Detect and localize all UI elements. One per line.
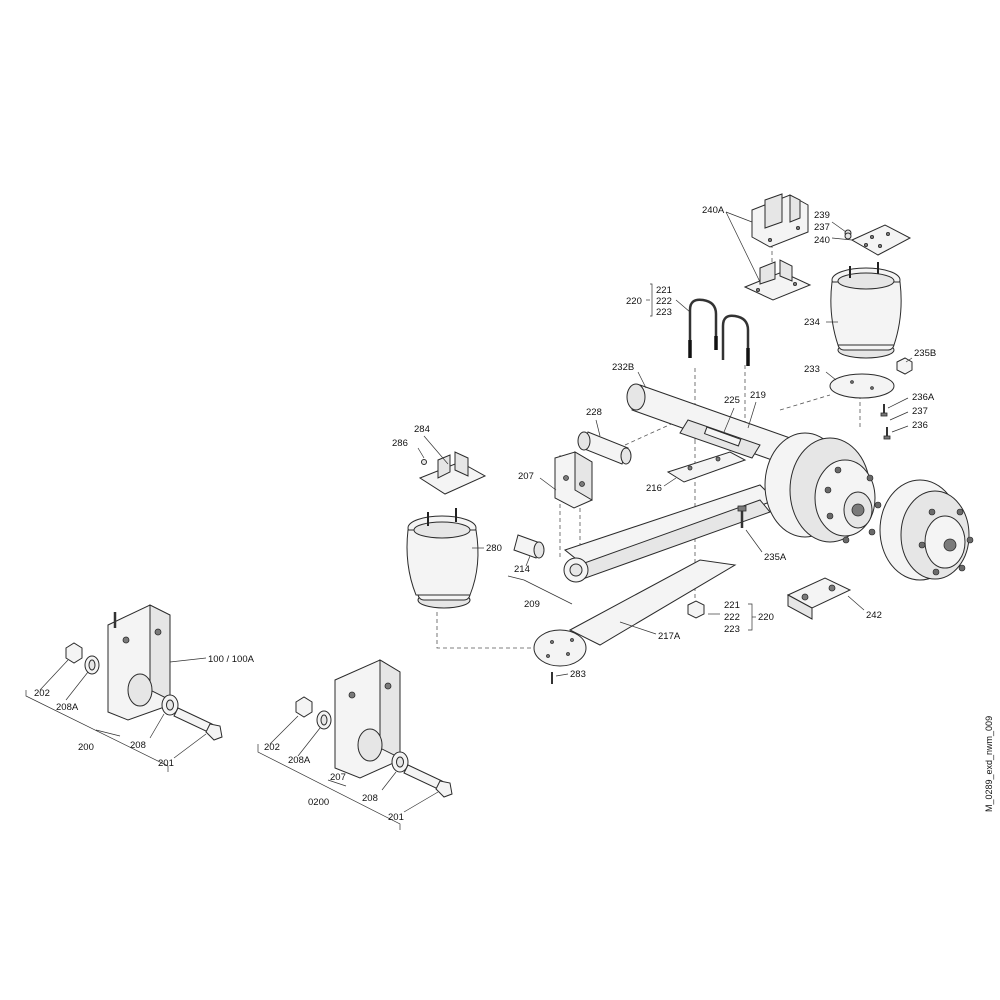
bracket-240A-upper	[751, 193, 809, 248]
washer-208-left	[161, 694, 179, 716]
label-242: 242	[866, 610, 882, 621]
label-236: 236	[912, 420, 928, 431]
bolt-201-left	[173, 707, 223, 741]
top-plate-284	[418, 451, 487, 495]
label-100-100A: 100 / 100A	[208, 654, 255, 665]
label-208-right: 208	[362, 793, 378, 804]
label-216: 216	[646, 483, 662, 494]
label-240: 240	[814, 235, 830, 246]
label-202-left: 202	[34, 688, 50, 699]
label-208-left: 208	[130, 740, 146, 751]
washer-208-right	[391, 751, 409, 773]
label-283: 283	[570, 669, 586, 680]
nut-221	[687, 600, 705, 619]
support-arm-217A	[533, 559, 737, 667]
label-235B: 235B	[914, 348, 936, 359]
air-spring-234	[830, 262, 902, 359]
bolt-236A	[880, 404, 888, 417]
label-280: 280	[486, 543, 502, 554]
label-208A-left: 208A	[56, 702, 79, 713]
label-232B: 232B	[612, 362, 634, 373]
label-223-top: 223	[656, 307, 672, 318]
label-286: 286	[392, 438, 408, 449]
label-234: 234	[804, 317, 820, 328]
brake-drum-hub	[764, 432, 882, 544]
washer-239	[844, 232, 852, 240]
shock-absorber-228	[577, 431, 632, 465]
label-237-top: 237	[814, 222, 830, 233]
label-222-top: 222	[656, 296, 672, 307]
air-spring-280	[406, 508, 479, 609]
label-236A: 236A	[912, 392, 935, 403]
label-220-top: 220	[626, 296, 642, 307]
leader-lines	[25, 211, 913, 830]
label-240A: 240A	[702, 205, 725, 216]
label-225: 225	[724, 395, 740, 406]
bracket-207-center	[554, 451, 593, 509]
label-239: 239	[814, 210, 830, 221]
label-207-bracket: 207	[330, 772, 346, 783]
label-219: 219	[750, 390, 766, 401]
label-221-bottom: 221	[724, 600, 740, 611]
label-201-right: 201	[388, 812, 404, 823]
label-0200: 0200	[308, 797, 329, 808]
bolt-236	[883, 427, 891, 440]
label-235A: 235A	[764, 552, 787, 563]
drawing-id-label: M_0289_exd_nwm_009	[984, 716, 994, 812]
label-284: 284	[414, 424, 430, 435]
part-labels: 240A 239 237 240 221 222 223 220 234 235…	[34, 205, 994, 823]
label-208A-right: 208A	[288, 755, 311, 766]
label-233: 233	[804, 364, 820, 375]
plate-233	[829, 373, 895, 399]
nut-202-left	[65, 642, 83, 664]
u-bolts-221	[688, 298, 750, 366]
top-plate-240	[844, 224, 912, 256]
bracket-240A-lower	[743, 259, 812, 301]
label-223-bottom: 223	[724, 624, 740, 635]
nut-202-right	[295, 696, 313, 718]
label-200: 200	[78, 742, 94, 753]
label-201-left: 201	[158, 758, 174, 769]
washer-208A-right	[316, 710, 332, 730]
plate-216	[666, 451, 747, 483]
stud-225	[703, 426, 742, 447]
label-209: 209	[524, 599, 540, 610]
hanger-bracket-207	[334, 659, 401, 779]
bracket-242	[786, 577, 852, 620]
label-228: 228	[586, 407, 602, 418]
label-220-bottom: 220	[758, 612, 774, 623]
hanger-bracket-100	[107, 604, 171, 721]
label-214: 214	[514, 564, 530, 575]
bushing-214	[513, 534, 545, 559]
label-202-right: 202	[264, 742, 280, 753]
label-217A: 217A	[658, 631, 681, 642]
label-237-mid: 237	[912, 406, 928, 417]
washer-208A-left	[84, 655, 100, 675]
trailing-arm-209	[563, 484, 776, 583]
nut-235B	[896, 357, 913, 375]
label-207-center: 207	[518, 471, 534, 482]
bolt-201-right	[403, 764, 453, 798]
label-221-top: 221	[656, 285, 672, 296]
brake-disc-hub	[879, 479, 974, 581]
bolt-235A	[737, 505, 747, 528]
label-222-bottom: 222	[724, 612, 740, 623]
